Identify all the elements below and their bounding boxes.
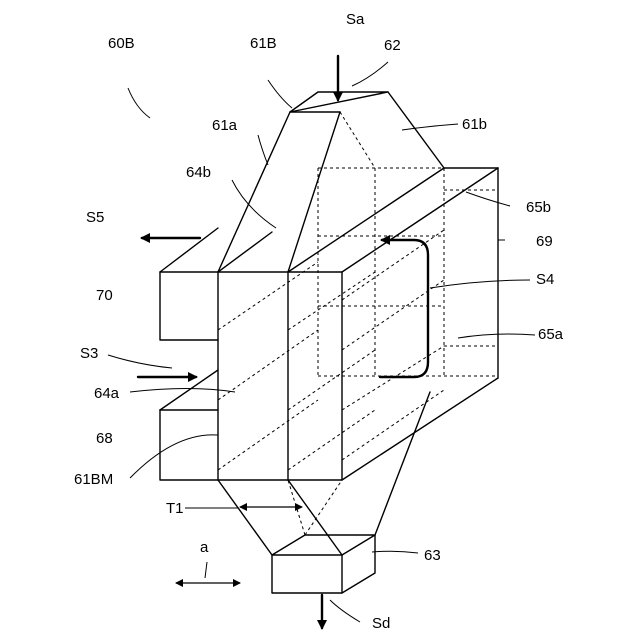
label-68: 68 <box>96 430 113 447</box>
label-63: 63 <box>424 547 441 564</box>
label-a: a <box>200 539 209 556</box>
label-S4: S4 <box>536 271 554 288</box>
label-65a: 65a <box>538 326 564 343</box>
label-70: 70 <box>96 287 113 304</box>
side-port-70 <box>160 272 218 340</box>
label-61BM: 61BM <box>74 471 113 488</box>
label-Sd: Sd <box>372 615 390 632</box>
leader-lines <box>108 62 535 622</box>
labels: 60B 61B Sa 62 61a 61b 64b 65b S5 69 S4 7… <box>74 11 564 632</box>
arrow-S4 <box>380 240 428 377</box>
label-65b: 65b <box>526 199 551 216</box>
label-69: 69 <box>536 233 553 250</box>
label-62: 62 <box>384 37 401 54</box>
label-61B: 61B <box>250 35 277 52</box>
label-60B: 60B <box>108 35 135 52</box>
label-61b: 61b <box>462 116 487 133</box>
label-S3: S3 <box>80 345 98 362</box>
label-T1: T1 <box>166 500 184 517</box>
bottom-hopper <box>218 392 430 593</box>
top-hopper <box>218 92 444 272</box>
side-port-68 <box>160 370 218 480</box>
main-body <box>160 168 498 480</box>
label-Sa: Sa <box>346 11 365 28</box>
label-61a: 61a <box>212 117 238 134</box>
label-64b: 64b <box>186 164 211 181</box>
label-S5: S5 <box>86 209 104 226</box>
label-64a: 64a <box>94 385 120 402</box>
